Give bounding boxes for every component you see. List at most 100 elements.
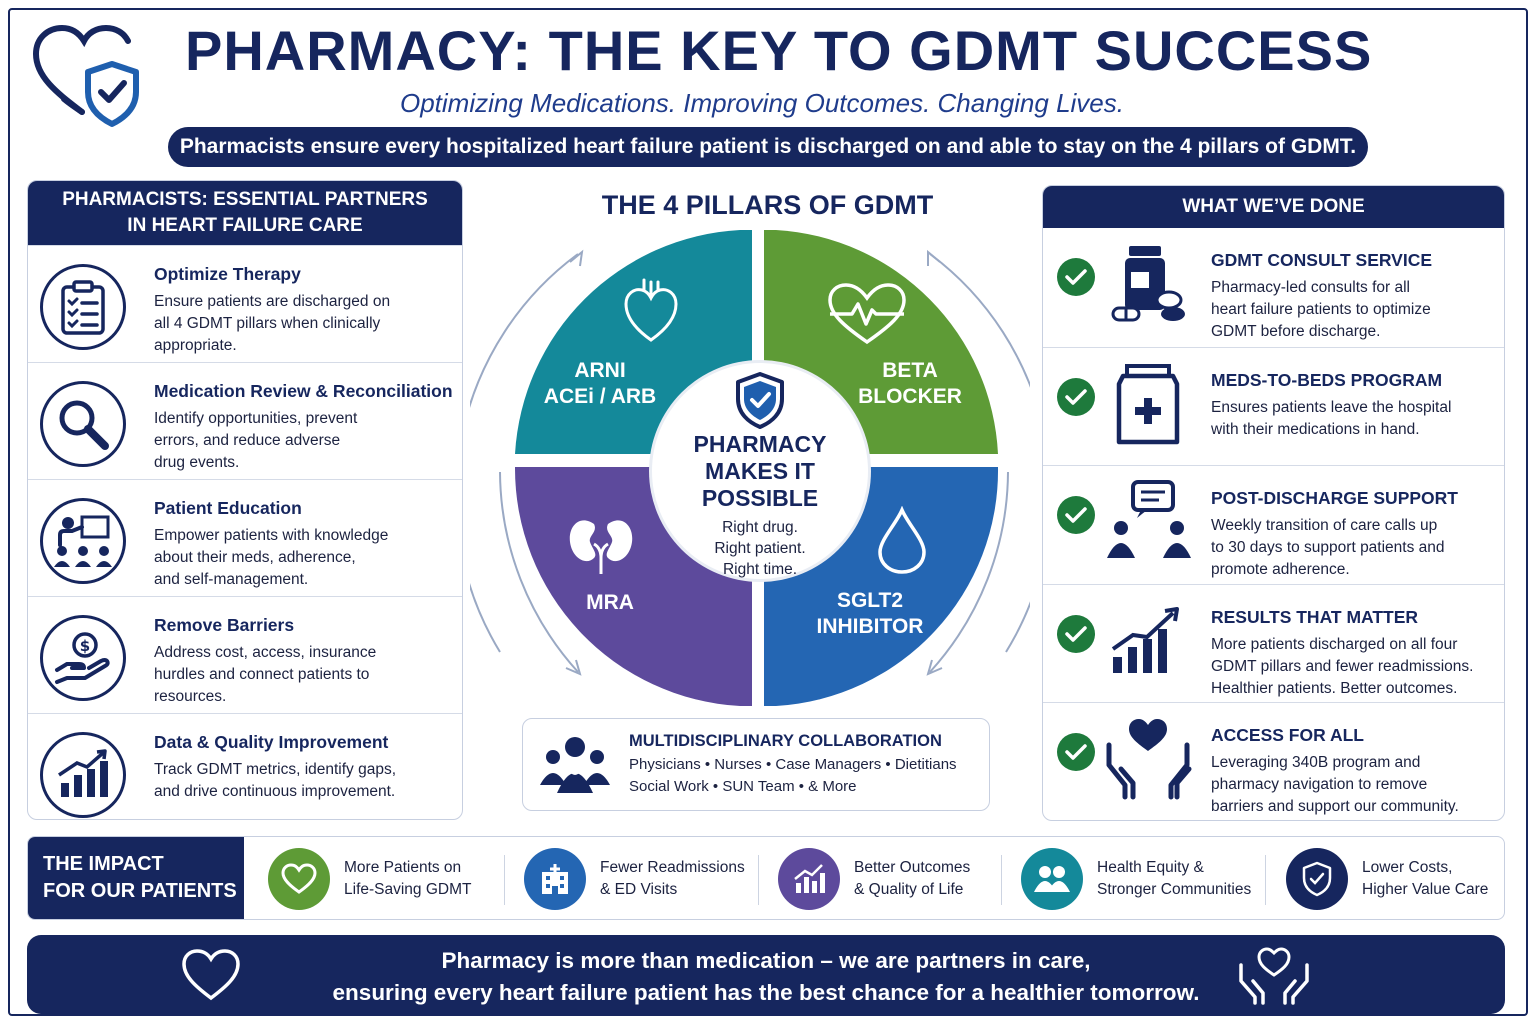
footer-message: Pharmacy is more than medication – we ar… [332, 948, 1200, 1005]
pillar-label-beta-blocker: BETA BLOCKER [858, 359, 962, 408]
hospital-icon [524, 848, 586, 910]
right-item-access-for-all: ACCESS FOR ALL Leveraging 340B program a… [1043, 702, 1504, 820]
collaboration-title: MULTIDISCIPLINARY COLLABORATION [629, 732, 942, 750]
impact-divider [504, 855, 505, 905]
footer-banner: Pharmacy is more than medication – we ar… [27, 935, 1505, 1014]
people-icon [1021, 848, 1083, 910]
impact-item-better-outcomes: Better Outcomes & Quality of Life [778, 837, 1008, 919]
left-item-title: Optimize Therapy [154, 264, 301, 284]
impact-heading: THE IMPACT FOR OUR PATIENTS [28, 837, 244, 919]
pill-bottle-icon [1111, 246, 1185, 322]
page-subtitle: Optimizing Medications. Improving Outcom… [400, 88, 1124, 118]
pillar-label-sglt2: SGLT2 INHIBITOR [816, 589, 924, 638]
right-item-results: RESULTS THAT MATTER More patients discha… [1043, 583, 1504, 703]
heartbeat-icon [828, 283, 906, 345]
impact-item-lower-costs: Lower Costs, Higher Value Care [1286, 837, 1501, 919]
impact-text: Better Outcomes & Quality of Life [854, 859, 971, 898]
team-icon [540, 737, 610, 793]
left-item-title: Data & Quality Improvement [154, 732, 389, 752]
right-item-title: MEDS-TO-BEDS PROGRAM [1211, 369, 1443, 390]
impact-text: Fewer Readmissions & ED Visits [600, 859, 745, 898]
left-item-remove-barriers: $ Remove Barriers Address cost, access, … [28, 596, 462, 713]
left-panel-heading: PHARMACISTS: ESSENTIAL PARTNERS IN HEART… [28, 181, 462, 245]
left-item-title: Remove Barriers [154, 615, 295, 635]
left-heading-line1: PHARMACISTS: ESSENTIAL PARTNERS [62, 189, 428, 210]
check-icon [1057, 733, 1095, 771]
pillar-label-mra: MRA [586, 591, 634, 614]
check-icon [1057, 496, 1095, 534]
pillars-title: THE 4 PILLARS OF GDMT [601, 190, 934, 220]
what-weve-done-panel: WHAT WE’VE DONE GDMT CONSULT SERVICE Pha… [1042, 185, 1505, 821]
right-item-desc: More patients discharged on all four GDM… [1211, 635, 1474, 697]
hands-heart-icon [1106, 719, 1192, 800]
left-item-desc: Track GDMT metrics, identify gaps, and d… [154, 761, 397, 800]
impact-item-fewer-readmissions: Fewer Readmissions & ED Visits [524, 837, 764, 919]
left-item-desc: Ensure patients are discharged on all 4 … [154, 293, 391, 354]
check-icon [1057, 258, 1095, 296]
core-subtitle: Right drug. Right patient. Right time. [714, 519, 806, 578]
right-item-desc: Pharmacy-led consults for all heart fail… [1211, 279, 1431, 340]
left-item-patient-education: Patient Education Empower patients with … [28, 479, 462, 596]
check-icon [1057, 614, 1095, 653]
pharmacy-core-disc: PHARMACY MAKES IT POSSIBLE Right drug. R… [652, 363, 868, 579]
mission-banner: Pharmacists ensure every hospitalized he… [168, 127, 1368, 167]
hands-heart-outline-icon [1239, 947, 1309, 1005]
right-item-consult-service: GDMT CONSULT SERVICE Pharmacy-led consul… [1043, 228, 1504, 347]
check-icon [1057, 377, 1095, 416]
right-item-title: ACCESS FOR ALL [1211, 725, 1364, 745]
impact-item-more-patients: More Patients on Life-Saving GDMT [268, 837, 518, 919]
conversation-icon [1107, 480, 1191, 558]
left-heading-line2: IN HEART FAILURE CARE [127, 215, 363, 236]
page-title: PHARMACY: THE KEY TO GDMT SUCCESS [185, 19, 1373, 82]
medicine-bag-icon [1116, 363, 1180, 444]
right-panel-heading: WHAT WE’VE DONE [1043, 186, 1504, 228]
clipboard-checklist-icon [40, 264, 126, 350]
teacher-icon [40, 498, 126, 584]
collaboration-box: MULTIDISCIPLINARY COLLABORATION Physicia… [522, 718, 990, 811]
right-item-meds-to-beds: MEDS-TO-BEDS PROGRAM Ensures patients le… [1043, 346, 1504, 466]
impact-divider [1265, 855, 1266, 905]
impact-text: More Patients on Life-Saving GDMT [344, 859, 472, 898]
left-item-desc: Address cost, access, insurance hurdles … [154, 644, 377, 705]
shield-check-icon [1286, 848, 1348, 910]
core-title: PHARMACY MAKES IT POSSIBLE [693, 431, 827, 511]
impact-divider [758, 855, 759, 905]
shield-check-icon [736, 372, 784, 429]
impact-text: Health Equity & Stronger Communities [1097, 859, 1252, 898]
magnifier-icon [40, 381, 126, 467]
left-item-medication-review: Medication Review & Reconciliation Ident… [28, 362, 462, 479]
heart-shield-logo-icon [32, 24, 139, 127]
page-frame [8, 8, 1528, 1016]
right-item-desc: Ensures patients leave the hospital with… [1211, 398, 1452, 438]
results-chart-icon [1111, 606, 1179, 673]
pharmacists-partners-panel: PHARMACISTS: ESSENTIAL PARTNERS IN HEART… [27, 180, 463, 820]
collaboration-roles-line2: Social Work • SUN Team • & More [629, 778, 857, 795]
left-item-desc: Identify opportunities, prevent errors, … [154, 410, 358, 471]
right-item-desc: Leveraging 340B program and pharmacy nav… [1211, 754, 1459, 815]
droplet-icon [878, 506, 926, 574]
right-item-desc: Weekly transition of care calls up to 30… [1211, 517, 1445, 578]
right-item-title: RESULTS THAT MATTER [1211, 606, 1419, 627]
svg-text:$: $ [80, 637, 90, 655]
right-item-title: GDMT CONSULT SERVICE [1211, 250, 1433, 270]
impact-item-health-equity: Health Equity & Stronger Communities [1021, 837, 1261, 919]
left-item-data-quality: Data & Quality Improvement Track GDMT me… [28, 713, 462, 819]
pillar-label-arni: ARNI ACEi / ARB [543, 359, 657, 408]
impact-strip: THE IMPACT FOR OUR PATIENTS More Patient… [27, 836, 1505, 920]
left-item-desc: Empower patients with knowledge about th… [154, 527, 389, 588]
growth-icon [778, 848, 840, 910]
chart-growth-icon [40, 732, 126, 818]
left-item-optimize-therapy: Optimize Therapy Ensure patients are dis… [28, 245, 462, 362]
kidneys-icon [569, 520, 633, 574]
impact-text: Lower Costs, Higher Value Care [1362, 859, 1489, 898]
heart-icon [268, 848, 330, 910]
hand-dollar-icon: $ [40, 615, 126, 701]
left-item-title: Medication Review & Reconciliation [154, 381, 453, 401]
heart-organ-icon [624, 278, 678, 342]
left-item-title: Patient Education [154, 498, 302, 518]
heart-outline-icon [182, 949, 240, 1001]
impact-divider [1001, 855, 1002, 905]
collaboration-roles-line1: Physicians • Nurses • Case Managers • Di… [629, 756, 957, 773]
right-item-post-discharge: POST-DISCHARGE SUPPORT Weekly transition… [1043, 465, 1504, 584]
right-item-title: POST-DISCHARGE SUPPORT [1211, 488, 1458, 508]
